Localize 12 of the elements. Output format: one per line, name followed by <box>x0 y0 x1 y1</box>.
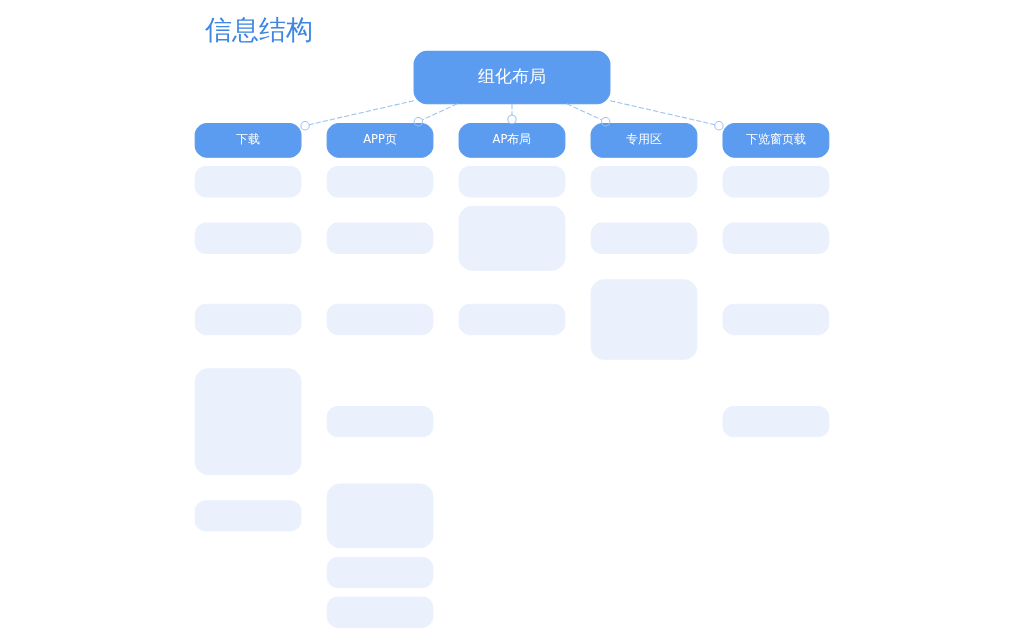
node-box: AP布局 <box>458 123 566 158</box>
connector <box>300 100 415 131</box>
node-box: 专用区 <box>590 123 698 158</box>
connector <box>609 100 724 131</box>
node-box: 组化布局 <box>413 50 611 105</box>
node-box: APP页 <box>326 123 434 158</box>
diagram-title: 信息结构 <box>205 13 314 45</box>
connector <box>507 103 517 125</box>
node-box: 下览窗页载 <box>722 123 830 158</box>
node-box: 下载 <box>194 123 302 158</box>
connector <box>413 103 458 127</box>
connector <box>566 103 611 127</box>
